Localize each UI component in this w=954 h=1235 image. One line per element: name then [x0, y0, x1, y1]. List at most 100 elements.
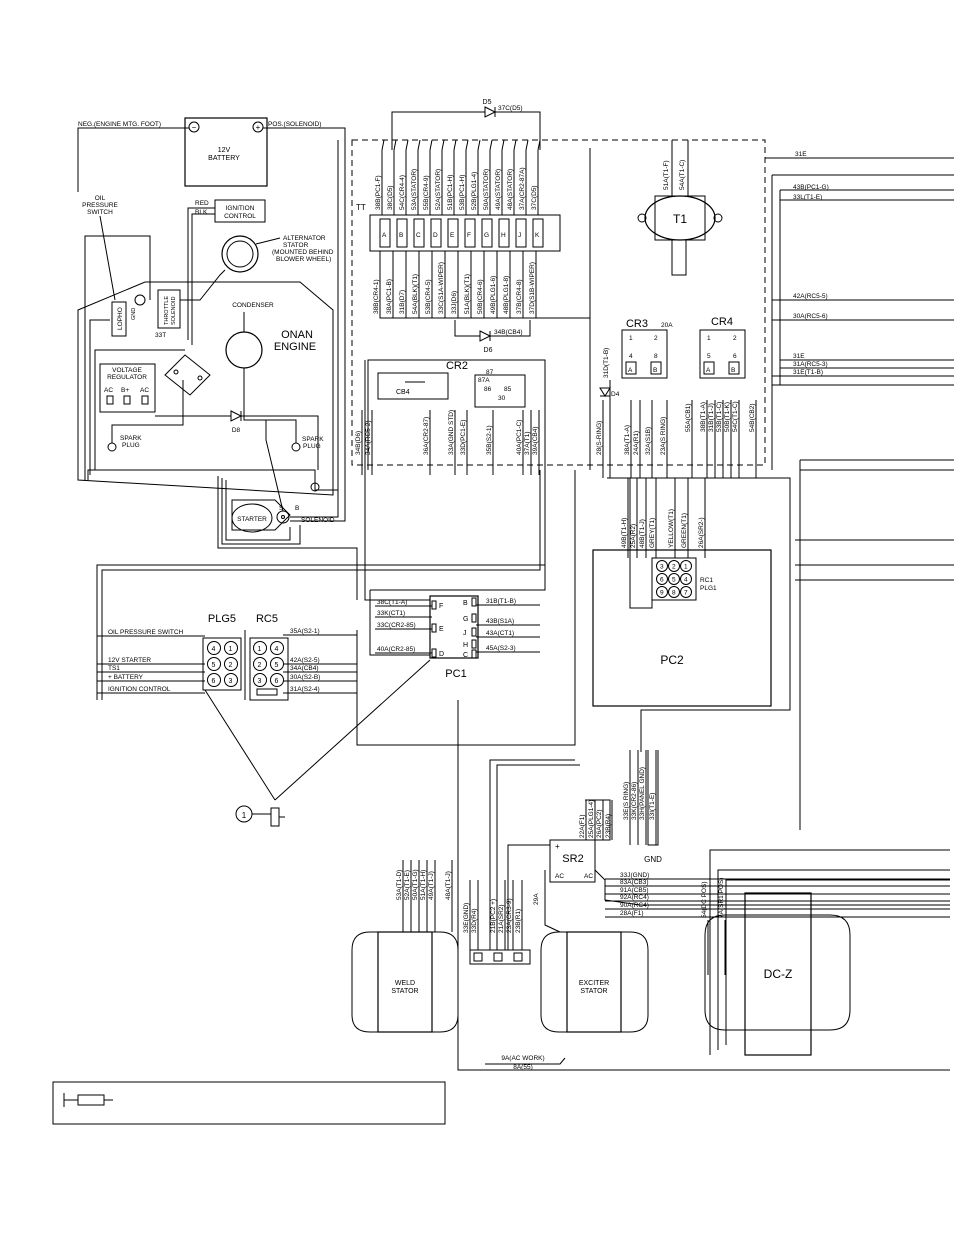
wire-42a: 42A(RC5-5) — [793, 293, 828, 300]
rc1-label: RC1 — [700, 577, 713, 584]
cr2-87: 87 — [486, 369, 494, 376]
tt-terminal — [498, 218, 510, 248]
tt-top-wire-label: 48A(STATOR) — [507, 169, 514, 210]
legend-box — [52, 1081, 446, 1125]
tt-top-wire-label: 37A(CR2-87A) — [519, 167, 526, 210]
cr4-ta: A — [706, 367, 711, 374]
pc1-right-wire-label: 43A(CT1) — [486, 630, 514, 637]
tt-bottom-wire-label: 33C(S1A-WIPER) — [438, 262, 445, 314]
tt-terminal — [481, 218, 493, 248]
oil-pressure-label-3: SWITCH — [87, 209, 113, 216]
plg1-pin-label: 7 — [684, 590, 688, 597]
red-wire-label: RED — [195, 200, 209, 207]
tt-bottom-wire-label: 37B(CR4-8) — [516, 279, 523, 314]
pc1-right-pin-label: G — [463, 616, 468, 623]
t1-wire-1: 51A(T1-F) — [663, 160, 670, 190]
battery: − + 12V BATTERY NEG.(ENGINE MTG. FOOT) P… — [77, 117, 346, 500]
tt-terminal-label: F — [467, 232, 471, 239]
plg1-pin-label: 6 — [660, 577, 664, 584]
rc5-wire-label: 42A(S2-5) — [290, 657, 320, 664]
oil-pressure-label-2: PRESSURE — [82, 202, 118, 209]
sr2-wire-label: 22A(F1) — [579, 815, 586, 838]
tt-bottom-wire-label: 48B(PLG1-8) — [503, 276, 510, 314]
exciter-stator-label-2: STATOR — [580, 988, 607, 995]
tt-terminal-label: H — [501, 232, 506, 239]
tt-terminal-label: E — [450, 232, 455, 239]
cb4-label: CB4 — [396, 389, 410, 396]
t1-wire-2: 54A(T1-C) — [679, 160, 686, 190]
pc2-wire-label: 26A(SR2-) — [698, 517, 705, 548]
vreg-label-2: REGULATOR — [107, 374, 147, 381]
tt-bottom-wire-label: 37D(S1B-WIPER) — [529, 262, 536, 314]
rc5-wire-label: 30A(S2-B) — [290, 674, 320, 681]
cr3-t2: 2 — [654, 335, 658, 342]
sr2-wire-label: 25A(PLG1-4) — [588, 800, 595, 838]
tt-top-wire-label: 37C(D5) — [531, 185, 538, 210]
sr2-wire-label: 26A(PC2) — [596, 809, 603, 838]
cr4-wire-label: 54B(CB2) — [749, 403, 756, 432]
cr2-wire-label: 39A(CB4) — [532, 426, 539, 455]
d8-label: D8 — [232, 427, 241, 434]
plg1-pin — [668, 573, 680, 585]
sr2-right-wire-label: 83A(CB3) — [620, 879, 649, 886]
tt-terminal-label: C — [416, 232, 421, 239]
cr3-t4: 4 — [629, 353, 633, 360]
rc5-pin-label: 5 — [275, 662, 279, 669]
cr4-wire-label: 31B(T1-J) — [708, 403, 715, 432]
battery-pos-sign: + — [256, 123, 261, 132]
battery-pos-label: POS.(SOLENOID) — [268, 121, 321, 128]
d5-label: D5 — [483, 99, 492, 106]
cr4-wire-label: 55A(CB1) — [685, 403, 692, 432]
pc1-left-wire-label: 40A(CR2-85) — [377, 646, 415, 653]
rc5-pin-label: 4 — [275, 646, 279, 653]
ignition-control-label-2: CONTROL — [224, 213, 256, 220]
plg5-pin — [224, 641, 238, 655]
pc1-right-pin-label: B — [463, 600, 468, 607]
cr4-wire-label: 53B(T1-C) — [716, 402, 723, 432]
plg1-pin-label: 2 — [672, 564, 676, 571]
pc1-right-pin — [471, 649, 477, 659]
t1-transformer: T1 51A(T1-F) 54A(T1-C) — [589, 140, 723, 470]
cr4-relay: CR4 1 2 5 6 A B 55A(CB1)38B(T1-A)31B(T1-… — [685, 316, 757, 478]
plg5-pin — [224, 657, 238, 671]
cr2-relay: CR2 CB4 87 87A 86 85 30 34B(D6)34A(RC5-2… — [355, 359, 546, 475]
tt-bottom-wire-label: 31B(D7) — [399, 290, 406, 314]
mid-wire-label: 23B(R1) — [515, 909, 522, 933]
stators: WELD STATOR EXCITER STATOR DC-Z 53A(T1-D… — [351, 700, 950, 1071]
plg5-pin-label: 3 — [229, 678, 233, 685]
rc5-pin — [270, 673, 284, 687]
plg1-pin-label: 4 — [684, 577, 688, 584]
pc1-left-pin-label: D — [439, 651, 444, 658]
battery-neg-label: NEG.(ENGINE MTG. FOOT) — [78, 121, 161, 128]
oil-pressure-label-1: OIL — [95, 195, 106, 202]
condenser-label: CONDENSER — [232, 302, 274, 309]
cr3-rating: 20A — [661, 322, 673, 329]
spark-plug1-label-1: SPARK — [120, 435, 142, 442]
exciter-stator-label-1: EXCITER — [579, 980, 609, 987]
pc1-left-pin-label: E — [439, 626, 444, 633]
pc1-left-pin-label: F — [439, 603, 443, 610]
cr2-wire-label: 35B(S2-1) — [486, 425, 493, 455]
cr2-wire-label: 33D(PC1-E) — [460, 420, 467, 455]
cr3-wire-label: 28(S-RING) — [596, 421, 603, 455]
pc1-right-pin — [471, 627, 477, 637]
wire-33t: 33T — [155, 332, 166, 339]
tt-top-wire-label: 49A(STATOR) — [495, 169, 502, 210]
plg5-wire-label: OIL PRESSURE SWITCH — [108, 629, 184, 636]
plg1-pin-label: 1 — [684, 564, 688, 571]
plg5-pin — [207, 641, 221, 655]
cr2-label: CR2 — [446, 360, 468, 372]
weld-stator-wire-label: 49A(T1-J) — [428, 871, 435, 900]
plg1-label: PLG1 — [700, 585, 717, 592]
rc5-pin — [253, 657, 267, 671]
cr2-wire-label: 34B(D6) — [355, 431, 362, 455]
tt-bottom-wire-label: 50B(CR4-6) — [477, 279, 484, 314]
starter-label: STARTER — [237, 516, 267, 523]
cr4-t2: 2 — [733, 335, 737, 342]
rc5-wire-label: 35A(S2-1) — [290, 628, 320, 635]
cr2-30: 30 — [498, 395, 506, 402]
tt-top-wire-label: 51B(PC1-H) — [447, 175, 454, 210]
